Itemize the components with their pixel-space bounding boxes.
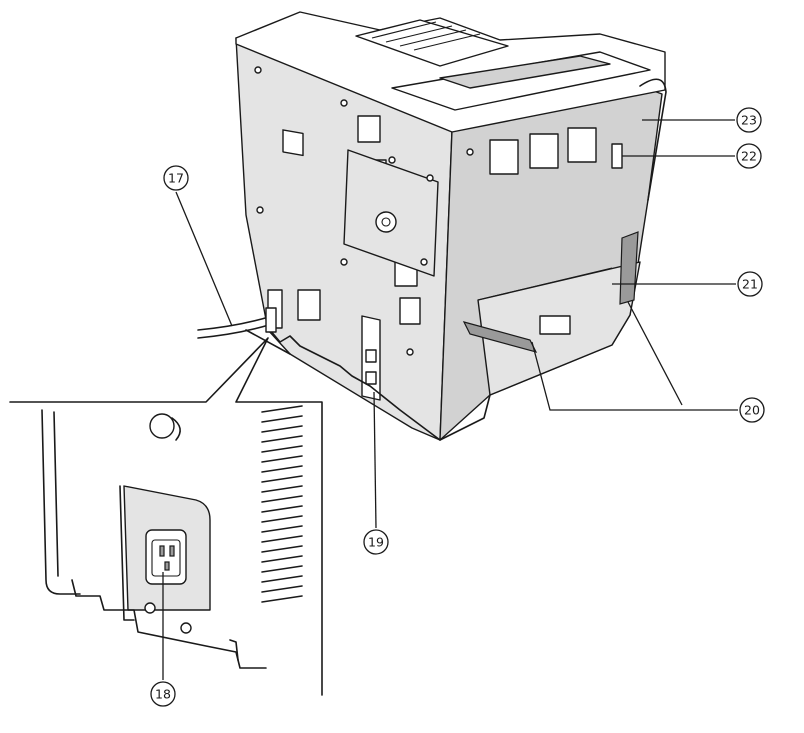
callout-18: 18 bbox=[150, 681, 176, 707]
callout-18-label: 18 bbox=[155, 687, 171, 702]
callout-23-label: 23 bbox=[741, 113, 757, 128]
rear-vent-1 bbox=[282, 129, 304, 157]
ac-inlet bbox=[145, 529, 187, 585]
rear-panel-knob bbox=[375, 211, 397, 233]
inset-vents bbox=[261, 405, 303, 603]
leader-19 bbox=[373, 391, 377, 529]
callout-22-label: 22 bbox=[741, 149, 757, 164]
handle-left bbox=[462, 321, 538, 353]
power-cord bbox=[197, 307, 277, 339]
side-vent-3 bbox=[567, 127, 597, 163]
callout-22: 22 bbox=[736, 143, 762, 169]
rear-vent-5 bbox=[399, 297, 421, 325]
side-vent-2 bbox=[529, 133, 559, 169]
callout-23: 23 bbox=[736, 107, 762, 133]
callout-21: 21 bbox=[737, 271, 763, 297]
leader-20b bbox=[627, 301, 683, 406]
zoom-inset bbox=[9, 337, 323, 696]
callout-20-label: 20 bbox=[744, 403, 760, 418]
inset-hole bbox=[149, 413, 175, 439]
leader-20a bbox=[531, 341, 738, 411]
output-tray bbox=[355, 19, 509, 67]
callout-17-label: 17 bbox=[168, 171, 184, 186]
leader-17 bbox=[175, 191, 233, 327]
callout-19-label: 19 bbox=[368, 535, 384, 550]
side-vent-1 bbox=[489, 139, 519, 175]
leader-lines bbox=[162, 119, 738, 680]
rear-vent-4 bbox=[297, 289, 321, 321]
rear-vent-2 bbox=[357, 115, 381, 143]
callout-20: 20 bbox=[739, 397, 765, 423]
side-switch-22 bbox=[611, 143, 623, 169]
handle-right bbox=[619, 231, 639, 305]
callout-21-label: 21 bbox=[742, 277, 758, 292]
top-cover bbox=[235, 11, 666, 133]
printer-body bbox=[235, 11, 667, 441]
callout-17: 17 bbox=[163, 165, 189, 191]
callout-19: 19 bbox=[363, 529, 389, 555]
